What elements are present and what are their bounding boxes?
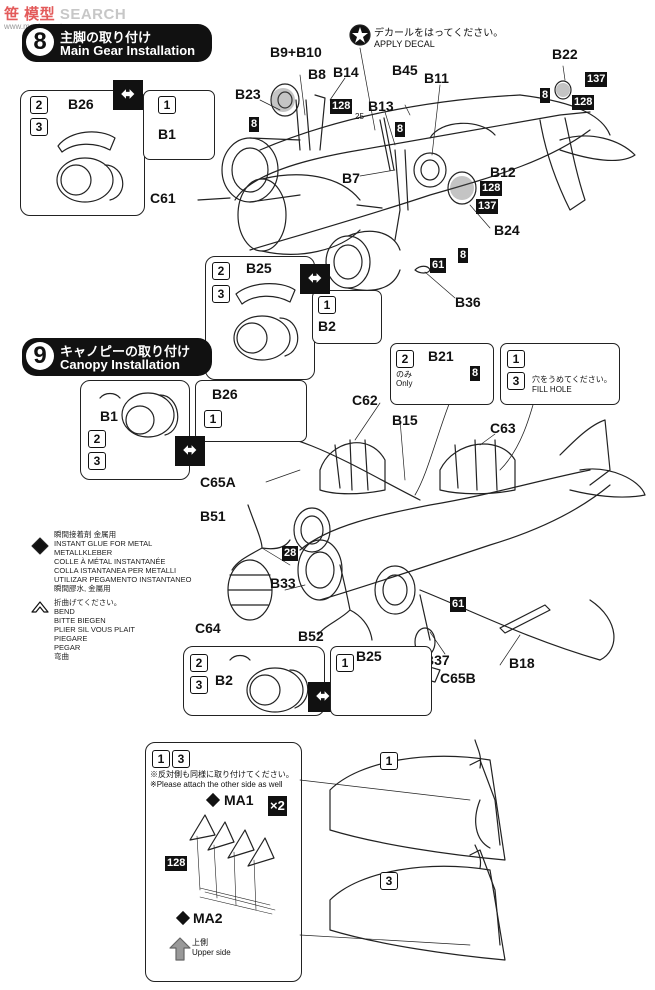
- step-9b-num-3: 3: [190, 676, 208, 694]
- step-9-num-2: 2: [88, 430, 106, 448]
- code-128c: 128: [480, 181, 503, 196]
- ma-detail-box: [145, 742, 302, 982]
- swap-arrow-icon: ⬌: [113, 80, 143, 110]
- bottom-num-3: 3: [172, 750, 190, 768]
- quantity-x2: ×2: [268, 796, 287, 816]
- part-c62: C62: [352, 392, 378, 408]
- part-b45: B45: [392, 62, 418, 78]
- part-b23: B23: [235, 86, 261, 102]
- wing-view-1: 1: [380, 752, 398, 770]
- part-b25-s9: B25: [356, 648, 382, 664]
- step-9-fill-num-1: 1: [507, 350, 525, 368]
- code-61: 61: [430, 258, 447, 273]
- part-c61: C61: [150, 190, 176, 206]
- wing-view-3: 3: [380, 872, 398, 890]
- part-b25: B25: [246, 260, 272, 276]
- part-b13: B13: [368, 98, 394, 114]
- code-8-s9: 8: [470, 366, 481, 381]
- part-c64: C64: [195, 620, 221, 636]
- swap-arrow-icon-3: ⬌: [175, 436, 205, 466]
- part-b8: B8: [308, 66, 326, 82]
- part-c63: C63: [490, 420, 516, 436]
- fill-hole-icon: [532, 348, 552, 368]
- code-8b: 8: [395, 122, 406, 137]
- step-9-num-2-only: 2: [396, 350, 414, 368]
- step-8-title-jp: 主脚の取り付け: [60, 30, 152, 45]
- part-b22: B22: [552, 46, 578, 62]
- part-b21: B21: [428, 348, 454, 364]
- part-b2-s9: B2: [215, 672, 233, 688]
- glue-icon: [32, 538, 48, 554]
- part-b36: B36: [455, 294, 481, 310]
- code-28: 28: [282, 546, 299, 561]
- part-b26-s9: B26: [212, 386, 238, 402]
- code-8c: 8: [540, 88, 551, 103]
- step-8-header: 8 主脚の取り付け Main Gear Installation: [22, 24, 212, 62]
- part-b2: B2: [318, 318, 336, 334]
- part-c65b: C65B: [440, 670, 476, 686]
- step-9-title-jp: キャノピーの取り付け: [60, 344, 191, 359]
- part-b14: B14: [333, 64, 359, 80]
- step-8-num-1: 1: [158, 96, 176, 114]
- part-b11: B11: [424, 70, 449, 86]
- part-ma2: MA2: [193, 910, 223, 926]
- step-8b-num-3: 3: [212, 285, 230, 303]
- step-9b-num-1: 1: [336, 654, 354, 672]
- code-8: 8: [249, 117, 260, 132]
- part-b7: B7: [342, 170, 360, 186]
- part-b15: B15: [392, 412, 418, 428]
- step-8-title-en: Main Gear Installation: [60, 43, 196, 58]
- part-b33: B33: [270, 575, 296, 591]
- step-9-inset-left: [80, 380, 190, 480]
- step-8-num-2: 2: [30, 96, 48, 114]
- step-8b-num-2: 2: [212, 262, 230, 280]
- part-b52: B52: [298, 628, 324, 644]
- part-b12: B12: [490, 164, 516, 180]
- code-128-ma: 128: [165, 856, 188, 871]
- step-8-number: 8: [26, 28, 54, 56]
- bend-icon: [32, 602, 48, 614]
- step-9b-num-2: 2: [190, 654, 208, 672]
- swap-arrow-icon-2: ⬌: [300, 264, 330, 294]
- step-9-inset-bottom-left: [183, 646, 325, 716]
- site-watermark: 笹 模型 SEARCH: [4, 6, 127, 23]
- step-9-header: 9 キャノピーの取り付け Canopy Installation: [22, 338, 212, 376]
- code-128b: 128: [572, 95, 595, 110]
- step-9-number: 9: [26, 342, 54, 370]
- fill-hole-note: 穴をうめてください。FILL HOLE: [532, 375, 612, 394]
- step-8b-num-1: 1: [318, 296, 336, 314]
- step-8-num-3: 3: [30, 118, 48, 136]
- code-61-s9: 61: [450, 597, 467, 612]
- code-25: 25: [355, 112, 364, 121]
- part-b51: B51: [200, 508, 226, 524]
- code-137: 137: [585, 72, 608, 87]
- step-9-title-en: Canopy Installation: [60, 357, 180, 372]
- part-b18: B18: [509, 655, 535, 671]
- code-137b: 137: [476, 199, 499, 214]
- part-b24: B24: [494, 222, 520, 238]
- part-b1-s9: B1: [100, 408, 118, 424]
- part-ma1: MA1: [224, 792, 254, 808]
- step-9-fill-num-3: 3: [507, 372, 525, 390]
- decal-note: デカールをはってください。 APPLY DECAL: [374, 28, 504, 49]
- code-128: 128: [330, 99, 353, 114]
- bottom-num-1: 1: [152, 750, 170, 768]
- step-8-inset-right: [143, 90, 215, 160]
- step-9-num-1: 1: [204, 410, 222, 428]
- part-b9-b10: B9+B10: [270, 44, 322, 60]
- part-b26: B26: [68, 96, 94, 112]
- code-8d: 8: [458, 248, 469, 263]
- attach-other-side-note: ※反対側も同様に取り付けてください。※Please attach the oth…: [150, 770, 294, 789]
- part-b1: B1: [158, 126, 176, 142]
- part-c65a: C65A: [200, 474, 236, 490]
- step-9-num-3: 3: [88, 452, 106, 470]
